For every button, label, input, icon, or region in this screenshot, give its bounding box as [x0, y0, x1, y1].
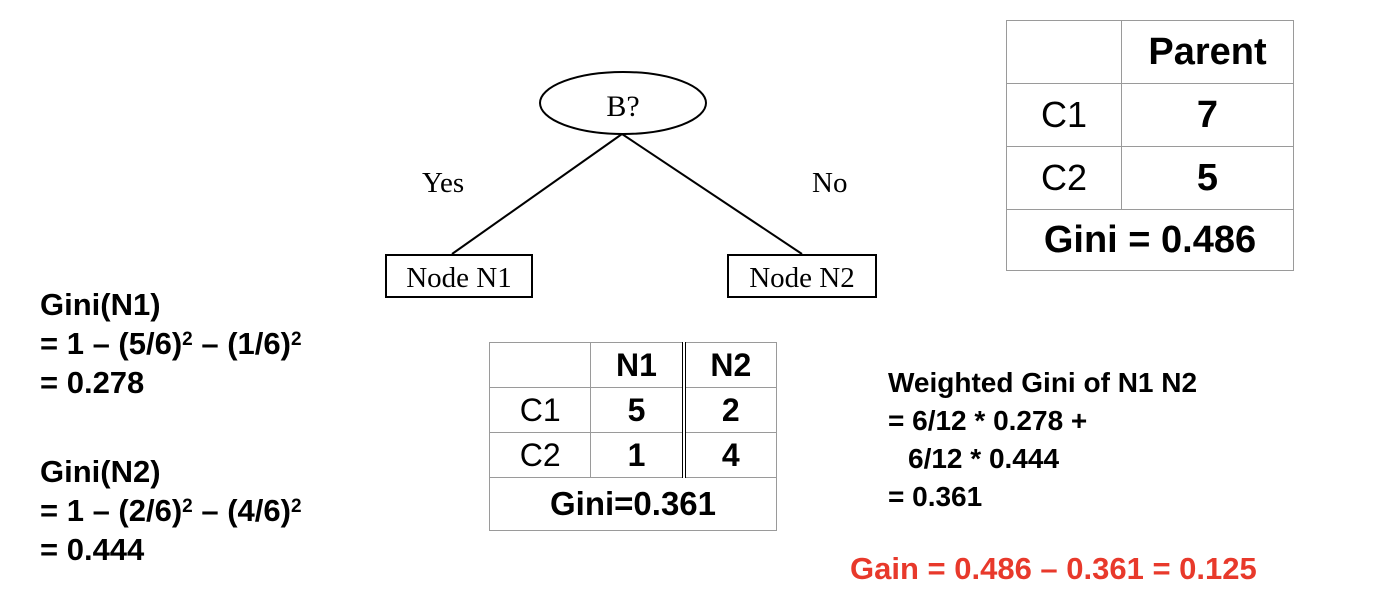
- children-gini: Gini=0.361: [489, 477, 777, 531]
- exponent: 2: [182, 496, 193, 517]
- children-cell-n1: 1: [590, 432, 685, 478]
- gini-n1-term-b: – (1/6): [192, 326, 291, 361]
- edge-no-line: [621, 133, 803, 255]
- children-row-label: C2: [488, 432, 592, 478]
- gini-n2-formula: Gini(N2) = 1 – (2/6)2 – (4/6)2 = 0.444: [40, 452, 302, 569]
- parent-table: Parent C1 7 C2 5 Gini = 0.486: [1006, 20, 1294, 271]
- children-cell-n2: 2: [681, 387, 777, 433]
- root-node-label: B?: [606, 90, 640, 123]
- edge-yes-line: [451, 133, 623, 255]
- edge-yes-label: Yes: [422, 167, 465, 199]
- exponent: 2: [290, 496, 302, 517]
- gini-n1-expression: = 1 – (5/6)2 – (1/6)2: [40, 324, 302, 363]
- gini-n2-title: Gini(N2): [40, 454, 161, 489]
- gini-n1-formula: Gini(N1) = 1 – (5/6)2 – (1/6)2 = 0.278: [40, 285, 302, 402]
- gini-n2-term-b: – (4/6): [192, 493, 291, 528]
- children-table: N1 N2 C1 5 2 C2 1 4 Gini=0.361: [488, 342, 777, 531]
- node-n2: Node N2: [727, 254, 877, 298]
- edge-no-label: No: [812, 167, 848, 199]
- parent-row-label: C1: [1006, 83, 1122, 147]
- weighted-gini-formula: Weighted Gini of N1 N2 = 6/12 * 0.278 + …: [888, 364, 1197, 516]
- weighted-gini-title: Weighted Gini of N1 N2: [888, 367, 1198, 398]
- parent-row-label: C2: [1006, 146, 1122, 210]
- children-header-n1: N1: [590, 342, 685, 388]
- parent-header: Parent: [1121, 20, 1294, 84]
- gini-n1-title: Gini(N1): [40, 287, 161, 322]
- parent-gini: Gini = 0.486: [1006, 209, 1294, 271]
- parent-row-value: 7: [1121, 83, 1294, 147]
- gini-n2-result: = 0.444: [40, 532, 145, 567]
- children-cell-n1: 5: [590, 387, 685, 433]
- exponent: 2: [182, 329, 193, 350]
- weighted-gini-line1: = 6/12 * 0.278 +: [888, 405, 1088, 436]
- gini-n2-term-a: = 1 – (2/6): [40, 493, 183, 528]
- node-n1: Node N1: [385, 254, 533, 298]
- gini-n1-term-a: = 1 – (5/6): [40, 326, 183, 361]
- weighted-gini-line2: 6/12 * 0.444: [908, 443, 1060, 474]
- children-table-corner: [488, 342, 592, 388]
- exponent: 2: [290, 329, 302, 350]
- parent-table-corner: [1006, 20, 1122, 84]
- children-cell-n2: 4: [681, 432, 777, 478]
- children-row-label: C1: [488, 387, 592, 433]
- children-header-n2: N2: [681, 342, 777, 388]
- gini-n2-expression: = 1 – (2/6)2 – (4/6)2: [40, 491, 302, 530]
- gini-n1-result: = 0.278: [40, 365, 145, 400]
- weighted-gini-result: = 0.361: [888, 481, 983, 512]
- parent-row-value: 5: [1121, 146, 1294, 210]
- gain-result: Gain = 0.486 – 0.361 = 0.125: [850, 551, 1257, 586]
